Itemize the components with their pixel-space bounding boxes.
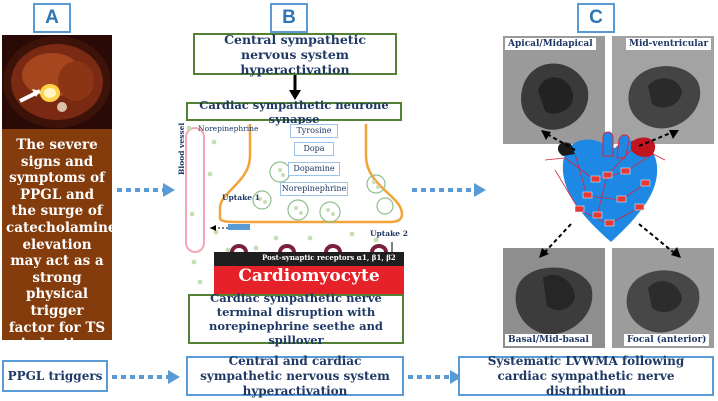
nerve-terminal-disruption-box: Cardiac sympathetic nerve terminal disru…: [188, 291, 404, 347]
pathway-dopamine: Dopamine: [288, 162, 340, 176]
angiogram-basal: Basal/Mid-basal: [503, 248, 605, 348]
uptake-1-label: Uptake 1: [222, 193, 260, 202]
view-label-apical: Apical/Midapical: [505, 38, 596, 50]
flow-step-systematic-lvwma: Systematic LVWMA following cardiac sympa…: [458, 354, 714, 398]
panel-label-c: C: [577, 3, 615, 33]
angiogram-apical: Apical/Midapical: [503, 36, 605, 144]
central-sympathetic-box: Central sympathetic nervous system hyper…: [193, 32, 397, 77]
pathway-tyrosine: Tyrosine: [290, 124, 338, 138]
arrow-b-to-c: [412, 183, 486, 197]
norepinephrine-legend: Norepinephrine: [198, 124, 259, 133]
flow-step-sympathetic-hyperactivation: Central and cardiac sympathetic nervous …: [186, 354, 404, 398]
view-label-mid-ventricular: Mid-ventricular: [626, 38, 712, 50]
panel-label-a: A: [33, 3, 71, 33]
synapse-title-box: Cardiac sympathetic neurone synapse: [186, 98, 402, 126]
synapse-illustration: [185, 124, 404, 296]
view-label-basal: Basal/Mid-basal: [505, 334, 592, 346]
pet-ct-scan-image: [2, 35, 112, 129]
view-label-focal: Focal (anterior): [624, 334, 710, 346]
panel-a-description: The severe signs and symptoms of PPGL an…: [2, 129, 117, 352]
arrow-a-to-b: [117, 183, 175, 197]
angiogram-focal: Focal (anterior): [612, 248, 714, 348]
arrow-down-black: [289, 75, 301, 100]
panel-label-b: B: [270, 3, 308, 33]
flow-step-ppgl-triggers: PPGL triggers: [2, 360, 108, 392]
cardiomyocyte-label: Cardiomyocyte: [238, 266, 380, 286]
pathway-dopa: Dopa: [294, 142, 334, 156]
pathway-norepinephrine: Norepinephrine: [280, 182, 348, 196]
receptors-label: Post-synaptic receptors α1, β1, β2: [262, 253, 396, 262]
flow-arrow-2: [408, 370, 462, 384]
uptake-2-label: Uptake 2: [370, 229, 408, 238]
angiogram-mid-ventricular: Mid-ventricular: [612, 36, 714, 144]
flow-arrow-1: [112, 370, 180, 384]
heart-innervation-illustration: [539, 130, 681, 258]
blood-vessel-label: Blood vessel: [177, 122, 186, 175]
